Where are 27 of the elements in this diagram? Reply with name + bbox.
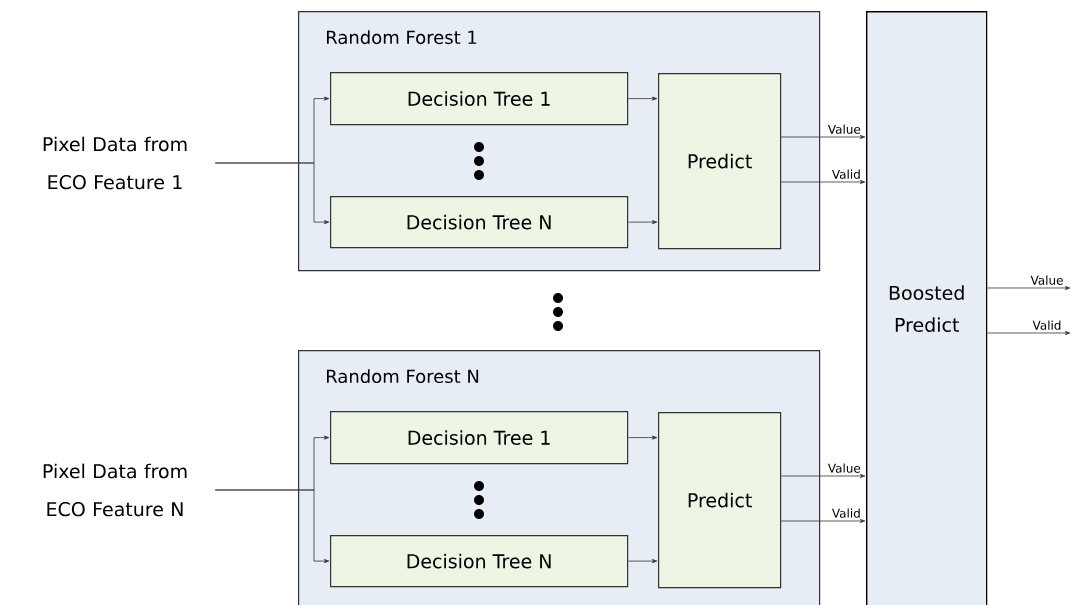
edge-label: Value bbox=[1030, 275, 1063, 285]
arrow bbox=[780, 474, 866, 478]
arrow bbox=[987, 331, 1071, 335]
arrow bbox=[627, 96, 658, 101]
arrow bbox=[627, 559, 658, 564]
input-label: Pixel Data from ECO Feature N bbox=[43, 463, 187, 517]
tree-box: Decision Tree N bbox=[330, 196, 629, 249]
input-label: Pixel Data from ECO Feature 1 bbox=[43, 136, 187, 190]
arrow bbox=[780, 135, 866, 139]
arrow bbox=[214, 162, 330, 225]
edge-label: Value bbox=[827, 463, 861, 473]
edge-label: Valid bbox=[832, 508, 860, 518]
boosted-box: Boosted Predict bbox=[866, 11, 988, 605]
predict-box: Predict bbox=[658, 73, 782, 250]
edge-label: Valid bbox=[832, 169, 860, 179]
tree-box: Decision Tree N bbox=[330, 535, 629, 588]
predict-box: Predict bbox=[658, 412, 782, 589]
arrow bbox=[627, 220, 658, 225]
tree-box: Decision Tree 1 bbox=[330, 72, 629, 126]
arrow bbox=[214, 489, 330, 564]
arrow bbox=[627, 435, 658, 440]
arrow bbox=[780, 519, 866, 523]
edge-label: Value bbox=[827, 124, 861, 134]
tree-box: Decision Tree 1 bbox=[330, 411, 629, 465]
arrow bbox=[987, 286, 1071, 290]
arrow bbox=[780, 180, 866, 184]
edge-label: Valid bbox=[1032, 320, 1061, 330]
